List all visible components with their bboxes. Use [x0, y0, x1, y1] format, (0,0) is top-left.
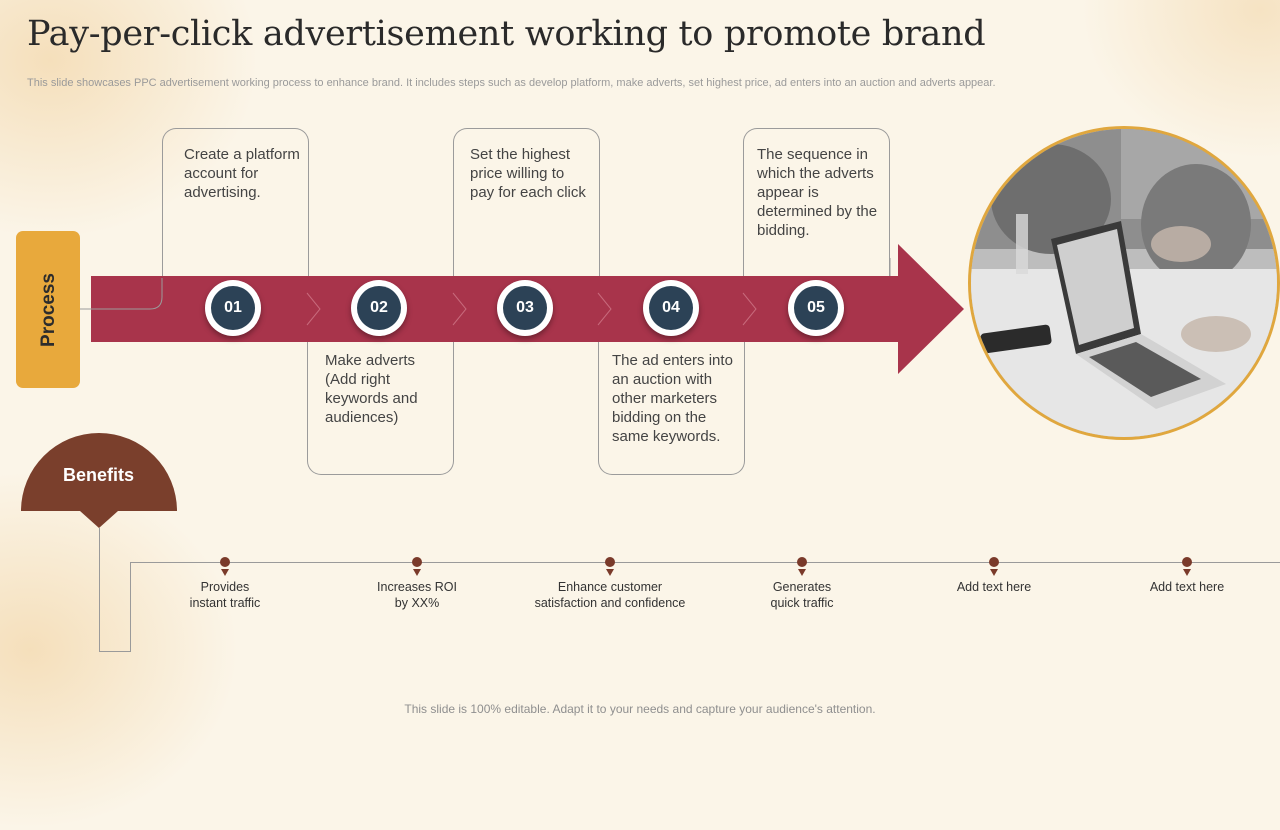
timeline-dot [1182, 557, 1192, 567]
benefit-text: Increases ROI by XX% [377, 580, 457, 610]
benefit-text: Add text here [1149, 580, 1225, 594]
step-4-text: The ad enters into an auction with other… [612, 352, 733, 445]
slide-footer: This slide is 100% editable. Adapt it to… [404, 702, 876, 716]
benefit-item: Generates quick traffic [717, 557, 887, 611]
step-2-badge: 02 [351, 280, 407, 336]
benefit-item: Add text here [1102, 557, 1272, 595]
timeline-dot [989, 557, 999, 567]
timeline-connector [99, 528, 100, 652]
step-5-badge: 05 [788, 280, 844, 336]
step-1-number: 01 [211, 286, 255, 330]
benefit-text: Provides instant traffic [189, 580, 261, 610]
step-2-text: Make adverts (Add right keywords and aud… [325, 352, 418, 426]
step-3-number: 03 [503, 286, 547, 330]
process-tab [16, 231, 80, 388]
timeline-dot [797, 557, 807, 567]
benefit-item: Add text here [909, 557, 1079, 595]
benefit-text: Generates quick traffic [770, 580, 834, 610]
benefits-label: Benefits [63, 465, 135, 485]
down-arrow-icon [413, 569, 421, 576]
step-5-number: 05 [794, 286, 838, 330]
timeline-connector-vertical [130, 562, 131, 651]
step-2-number: 02 [357, 286, 401, 330]
down-arrow-icon [990, 569, 998, 576]
step-2-box [307, 340, 454, 475]
step-5-box [743, 128, 890, 279]
step-1-badge: 01 [205, 280, 261, 336]
timeline-dot [605, 557, 615, 567]
laptop-photo [968, 126, 1280, 440]
benefit-text: Enhance customer satisfaction and confid… [534, 580, 686, 610]
benefits-fan [21, 433, 177, 528]
slide-subtitle: This slide showcases PPC advertisement w… [27, 77, 996, 89]
benefit-item: Enhance customer satisfaction and confid… [525, 557, 695, 611]
slide-title: Pay-per-click advertisement working to p… [27, 14, 986, 54]
step-4-box [598, 340, 745, 475]
benefit-text: Add text here [956, 580, 1032, 594]
benefit-item: Increases ROI by XX% [332, 557, 502, 611]
benefit-item: Provides instant traffic [140, 557, 310, 611]
down-arrow-icon [606, 569, 614, 576]
down-arrow-icon [221, 569, 229, 576]
step-3-box [453, 128, 600, 279]
step-5-text: The sequence in which the adverts appear… [757, 146, 878, 239]
down-arrow-icon [798, 569, 806, 576]
step-1-box [162, 128, 309, 279]
timeline-connector-bottom [99, 651, 131, 652]
step-4-badge: 04 [643, 280, 699, 336]
step-1-text: Create a platform account for advertisin… [184, 146, 300, 201]
down-arrow-icon [1183, 569, 1191, 576]
step-3-text: Set the highest price willing to pay for… [470, 146, 586, 201]
benefits-timeline [130, 562, 1280, 563]
timeline-dot [412, 557, 422, 567]
timeline-dot [220, 557, 230, 567]
step-4-number: 04 [649, 286, 693, 330]
step-3-badge: 03 [497, 280, 553, 336]
